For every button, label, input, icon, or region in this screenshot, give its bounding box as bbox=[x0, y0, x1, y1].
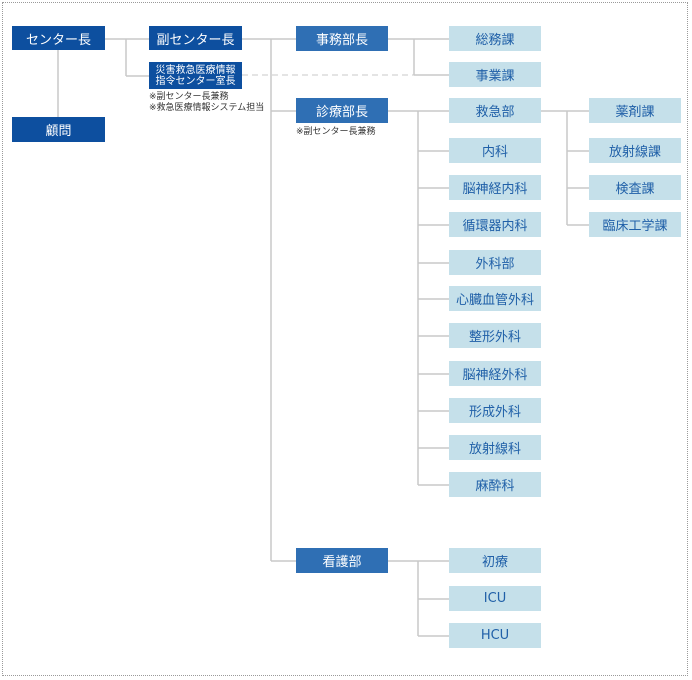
node-advisor-label: 顧問 bbox=[45, 124, 72, 139]
node-admin-unit-label: 事業課 bbox=[475, 69, 515, 84]
node-department-label: 脳神経外科 bbox=[462, 368, 528, 383]
node-medical-director-label: 診療部長 bbox=[315, 105, 368, 120]
deputy-note-1: ※副センター長兼務 bbox=[149, 92, 229, 102]
node-center-director-label: センター長 bbox=[25, 32, 91, 48]
node-nursing: 看護部 bbox=[296, 548, 388, 573]
node-nursing-label: 看護部 bbox=[322, 555, 362, 570]
node-advisor: 顧問 bbox=[12, 117, 105, 142]
node-support-unit: 検査課 bbox=[589, 175, 681, 200]
node-department-label: 整形外科 bbox=[468, 330, 521, 345]
node-support-unit-label: 放射線課 bbox=[608, 145, 661, 160]
node-department-label: 循環器内科 bbox=[462, 219, 528, 234]
node-nursing-unit: HCU bbox=[449, 623, 541, 648]
node-department-label: 脳神経内科 bbox=[462, 182, 528, 197]
medical-note: ※副センター長兼務 bbox=[296, 127, 376, 137]
node-admin-unit: 事業課 bbox=[449, 62, 541, 87]
node-support-unit: 放射線課 bbox=[589, 138, 681, 163]
node-support-unit-label: 薬剤課 bbox=[615, 105, 655, 120]
node-deputy-director: 副センター長 bbox=[149, 26, 242, 50]
node-department-label: 外科部 bbox=[475, 257, 515, 272]
node-admin-unit: 総務課 bbox=[449, 26, 541, 51]
node-nursing-unit: 初療 bbox=[449, 548, 541, 573]
node-center-director: センター長 bbox=[12, 26, 105, 50]
node-department: 形成外科 bbox=[449, 398, 541, 423]
node-department: 内科 bbox=[449, 138, 541, 163]
node-department: 心臓血管外科 bbox=[449, 286, 541, 311]
node-nursing-unit-label: ICU bbox=[483, 591, 507, 606]
node-department: 循環器内科 bbox=[449, 212, 541, 237]
node-nursing-unit-label: HCU bbox=[480, 628, 510, 643]
node-department: 整形外科 bbox=[449, 323, 541, 348]
node-admin-unit-label: 総務課 bbox=[475, 33, 515, 48]
node-department: 救急部 bbox=[449, 98, 541, 123]
node-disaster-center-chief: 災害救急医療情報 指令センター室長 bbox=[149, 62, 242, 89]
node-department: 放射線科 bbox=[449, 435, 541, 460]
node-admin-director-label: 事務部長 bbox=[315, 33, 368, 48]
node-department: 脳神経外科 bbox=[449, 361, 541, 386]
deputy-notes: ※副センター長兼務 ※救急医療情報システム担当 bbox=[149, 92, 264, 114]
node-nursing-unit-label: 初療 bbox=[481, 555, 508, 570]
node-department: 外科部 bbox=[449, 250, 541, 275]
deputy-note-2: ※救急医療情報システム担当 bbox=[149, 103, 265, 113]
node-disaster-line1: 災害救急医療情報 bbox=[155, 64, 236, 76]
node-nursing-unit: ICU bbox=[449, 586, 541, 611]
node-department-label: 形成外科 bbox=[468, 405, 521, 420]
node-support-unit: 臨床工学課 bbox=[589, 212, 681, 237]
node-deputy-director-label: 副センター長 bbox=[156, 32, 235, 48]
node-medical-director: 診療部長 bbox=[296, 98, 388, 123]
node-department-label: 麻酔科 bbox=[475, 479, 515, 494]
node-department-label: 救急部 bbox=[475, 105, 515, 120]
node-support-unit-label: 検査課 bbox=[615, 182, 655, 197]
node-disaster-line2: 指令センター室長 bbox=[155, 75, 236, 87]
node-department-label: 放射線科 bbox=[468, 442, 521, 457]
node-department: 麻酔科 bbox=[449, 472, 541, 497]
node-department-label: 内科 bbox=[481, 145, 508, 160]
node-department-label: 心臓血管外科 bbox=[455, 293, 534, 308]
node-support-unit: 薬剤課 bbox=[589, 98, 681, 123]
node-admin-director: 事務部長 bbox=[296, 26, 388, 51]
node-department: 脳神経内科 bbox=[449, 175, 541, 200]
node-support-unit-label: 臨床工学課 bbox=[602, 219, 668, 234]
